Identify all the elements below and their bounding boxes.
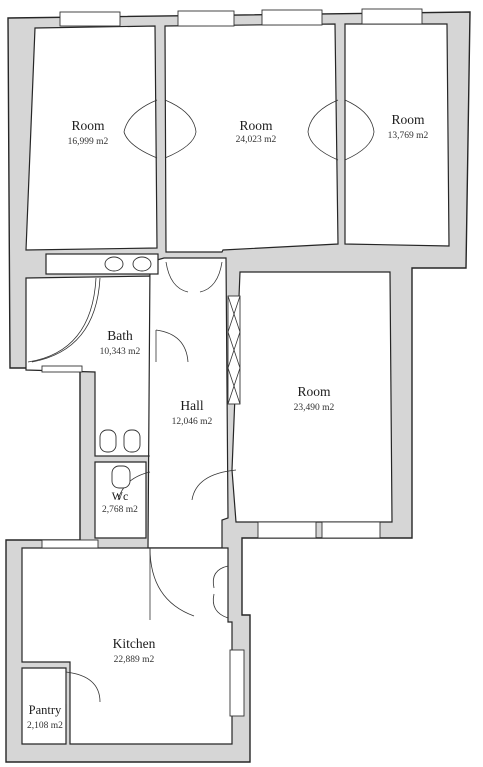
room-d-name: Room <box>297 384 331 399</box>
bath-area: 10,343 m2 <box>100 347 141 357</box>
door-swing <box>307 99 339 133</box>
door-swing <box>212 565 229 589</box>
hall-name: Hall <box>180 398 203 413</box>
bath-name: Bath <box>107 328 133 343</box>
shower-screen <box>27 277 97 363</box>
door-swing <box>344 99 375 133</box>
toilet <box>123 429 141 453</box>
window <box>59 11 121 27</box>
toilet <box>111 465 131 489</box>
room-a-floor <box>25 25 158 251</box>
window <box>41 365 83 373</box>
kitchen-area: 22,889 m2 <box>114 655 155 665</box>
wc-area: 2,768 m2 <box>102 505 138 515</box>
shower-screen <box>31 277 101 363</box>
room-labels: Room 16,999 m2 Room 24,023 m2 Room 13,76… <box>27 112 429 731</box>
room-interiors <box>21 23 450 745</box>
wc-floor <box>94 461 147 539</box>
room-c-name: Room <box>391 112 425 127</box>
room-a-area: 16,999 m2 <box>68 137 109 147</box>
door-swing <box>165 261 189 293</box>
window <box>321 521 381 539</box>
hall-area: 12,046 m2 <box>172 417 213 427</box>
vanity-counter <box>45 253 159 275</box>
door-swing <box>164 131 197 159</box>
kitchen-floor <box>21 547 233 745</box>
window <box>261 9 323 26</box>
room-a-name: Room <box>71 118 105 133</box>
room-c-area: 13,769 m2 <box>388 131 429 141</box>
room-b-name: Room <box>239 118 273 133</box>
sink <box>104 256 124 272</box>
window <box>229 649 245 717</box>
door-swing <box>344 131 375 161</box>
room-b-area: 24,023 m2 <box>236 135 277 145</box>
door-swing <box>212 593 229 619</box>
room-d-area: 23,490 m2 <box>294 403 335 413</box>
wardrobe <box>227 295 241 405</box>
window <box>257 521 317 539</box>
wc-name: Wc <box>112 489 129 503</box>
door-swing <box>155 329 189 363</box>
window <box>361 8 423 25</box>
door-swing <box>199 261 223 293</box>
windows <box>41 8 423 717</box>
pantry-area: 2,108 m2 <box>27 721 63 731</box>
door-swing <box>307 131 339 161</box>
pantry-floor <box>21 667 67 745</box>
doors <box>27 99 375 704</box>
door-swing <box>123 131 158 159</box>
fixtures <box>95 256 152 489</box>
door-swing <box>149 547 195 617</box>
sink <box>132 256 152 272</box>
room-b-floor <box>164 23 339 253</box>
door-swing <box>191 469 237 501</box>
door-swing <box>164 99 197 133</box>
hall-floor <box>147 257 229 549</box>
window <box>177 10 235 27</box>
window <box>41 539 99 549</box>
pantry-name: Pantry <box>29 703 62 717</box>
kitchen-name: Kitchen <box>113 636 156 651</box>
door-swing <box>65 671 101 703</box>
door-swing <box>123 99 158 133</box>
bidet <box>99 429 117 453</box>
